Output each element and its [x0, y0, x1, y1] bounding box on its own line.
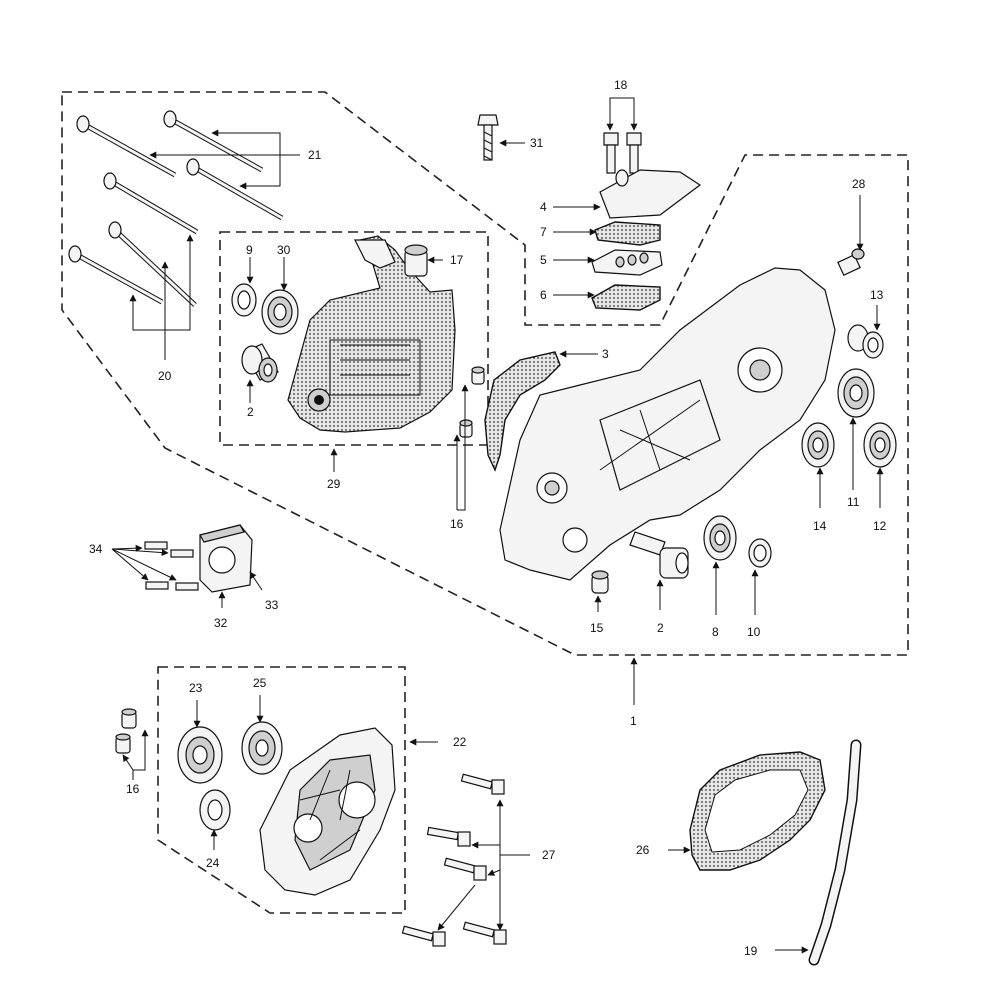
gasket-6-icon	[591, 284, 661, 311]
bearing-8-icon	[703, 515, 737, 561]
right-cover-22-icon	[259, 727, 396, 896]
callout-12: 12	[873, 519, 887, 533]
callout-26: 26	[636, 843, 650, 857]
bearing-9-icon	[231, 283, 257, 317]
bolt-31-icon	[477, 114, 499, 161]
bearing-12-icon	[863, 422, 897, 468]
callout-16-lower: 16	[126, 782, 140, 796]
callout-32: 32	[214, 616, 228, 630]
gasket-7-icon	[594, 221, 661, 246]
callout-19: 19	[744, 944, 758, 958]
screws-18-icon	[603, 132, 642, 174]
callout-15: 15	[590, 621, 604, 635]
left-crankcase-half-icon	[287, 235, 456, 433]
bolt-28-icon	[837, 248, 865, 276]
dowel-pins-16-lower-icon	[115, 708, 137, 754]
intake-manifold-4-icon	[599, 169, 702, 219]
crankcase-bolts-icon	[68, 110, 284, 307]
bearing-11-icon	[837, 368, 875, 418]
callout-21: 21	[308, 148, 322, 162]
callout-16-upper: 16	[450, 517, 464, 531]
callout-14: 14	[813, 519, 827, 533]
bushing-2-left-icon	[241, 343, 279, 383]
group-outline-bolts	[61, 91, 909, 656]
callout-18: 18	[614, 78, 628, 92]
seal-10-icon	[748, 538, 772, 568]
shaft-bushing-2-right-icon	[629, 531, 689, 579]
dowel-pins-16-upper-icon	[459, 366, 485, 438]
intake-flange-33-icon	[199, 524, 253, 593]
screws-34-icon	[144, 541, 199, 591]
callout-31: 31	[530, 136, 544, 150]
callout-10: 10	[747, 625, 761, 639]
callout-17: 17	[450, 253, 464, 267]
callout-8: 8	[712, 625, 719, 639]
group-outline-cover	[157, 666, 406, 914]
dowel-15-icon	[591, 570, 609, 594]
gasket-3-icon	[484, 351, 561, 472]
callout-2-right: 2	[657, 621, 664, 635]
callout-13: 13	[870, 288, 884, 302]
bearing-23-icon	[177, 726, 223, 784]
callout-7: 7	[540, 225, 547, 239]
callout-6: 6	[540, 288, 547, 302]
bearing-14-icon	[801, 422, 835, 468]
callout-11: 11	[847, 495, 860, 509]
bearing-25-icon	[241, 721, 283, 775]
callout-4: 4	[540, 200, 547, 214]
callout-5: 5	[540, 253, 547, 267]
callout-1: 1	[630, 714, 637, 728]
callout-33: 33	[265, 598, 279, 612]
callout-20: 20	[158, 369, 172, 383]
callout-30: 30	[277, 243, 291, 257]
screws-27-icon	[401, 773, 507, 947]
right-crankcase-half-icon	[499, 267, 836, 581]
bearing-30-icon	[261, 289, 299, 335]
callout-28: 28	[852, 177, 866, 191]
callout-29: 29	[327, 477, 341, 491]
bushing-13-icon	[847, 324, 884, 359]
callout-3: 3	[602, 347, 609, 361]
callout-25: 25	[253, 676, 267, 690]
reed-valve-5-icon	[591, 249, 663, 276]
callout-27: 27	[542, 848, 556, 862]
seal-24-icon	[199, 789, 231, 831]
callout-24: 24	[206, 856, 220, 870]
oil-seal-17-icon	[404, 244, 428, 277]
callout-labels: 21 20 9 30 2 17 29 31 18 4 7 5 6 28 3 16…	[89, 78, 887, 958]
callout-22: 22	[453, 735, 467, 749]
callout-9: 9	[246, 243, 253, 257]
callout-23: 23	[189, 681, 203, 695]
callout-34: 34	[89, 542, 103, 556]
callout-2-left: 2	[247, 405, 254, 419]
